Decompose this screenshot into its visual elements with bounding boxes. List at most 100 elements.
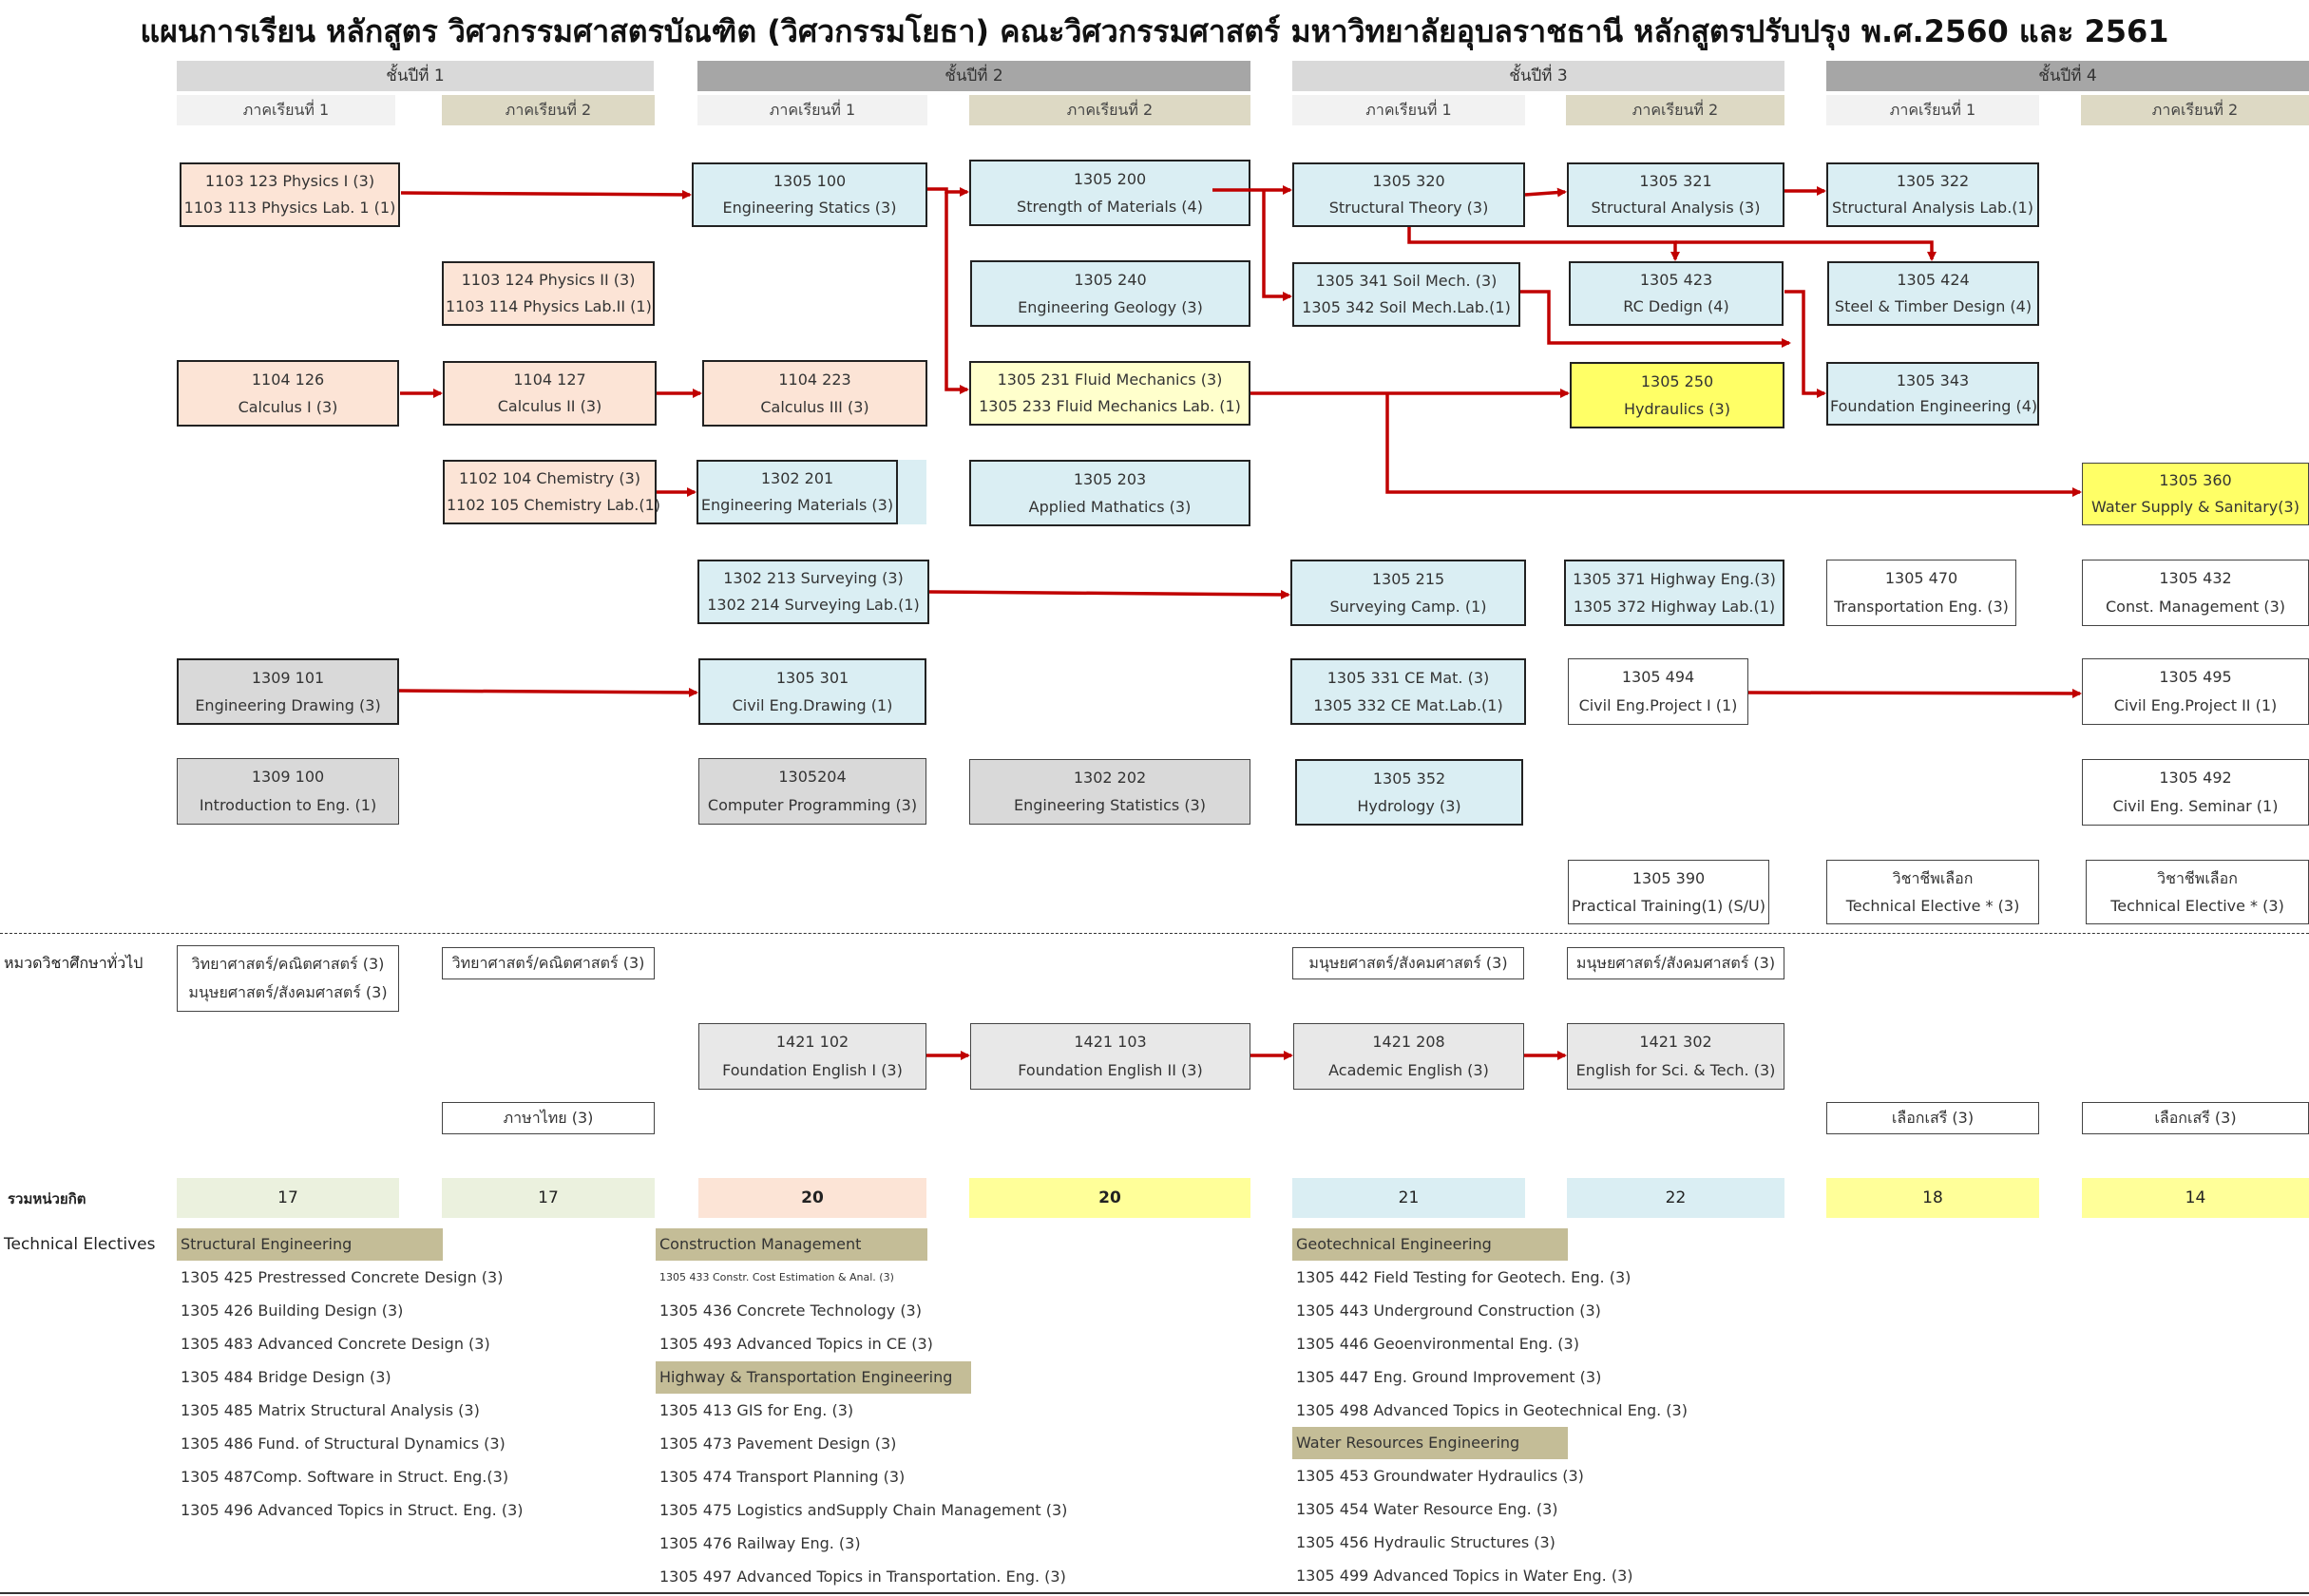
section-divider (0, 933, 2309, 934)
course-line: มนุษยศาสตร์/สังคมศาสตร์ (3) (188, 983, 388, 1001)
course-line: วิทยาศาสตร์/คณิตศาสตร์ (3) (191, 955, 385, 973)
semester-header: ภาคเรียนที่ 1 (1292, 95, 1525, 125)
year-header: ชั้นปีที่ 2 (697, 61, 1250, 91)
prerequisite-arrow (928, 589, 1290, 599)
engmat-extension (898, 460, 926, 524)
course-line: Calculus III (3) (760, 397, 869, 416)
course-box-ge_hum2: มนุษยศาสตร์/สังคมศาสตร์ (3) (1567, 947, 1784, 979)
year-header: ชั้นปีที่ 1 (177, 61, 654, 91)
total-credits-label: รวมหน่วยกิต (8, 1190, 86, 1207)
course-line: มนุษยศาสตร์/สังคมศาสตร์ (3) (1308, 954, 1508, 972)
tech-elective-item: 1305 443 Underground Construction (3) (1296, 1302, 1601, 1320)
course-box-highway: 1305 371 Highway Eng.(3) 1305 372 Highway… (1564, 560, 1784, 626)
course-line: 1305 301 (775, 668, 849, 687)
course-line: 1305 341 Soil Mech. (3) (1315, 272, 1498, 290)
course-line: 1305 343 (1896, 370, 1970, 390)
course-line: 1305 240 (1074, 270, 1147, 289)
course-line: 1305 331 CE Mat. (3) (1326, 668, 1490, 687)
course-line: Civil Eng.Project I (1) (1578, 696, 1738, 714)
tech-elective-item: 1305 425 Prestressed Concrete Design (3) (181, 1268, 504, 1286)
course-line: 1302 202 (1073, 768, 1147, 787)
course-line: Calculus II (3) (497, 397, 602, 415)
tech-group-header: Geotechnical Engineering (1292, 1228, 1568, 1261)
tech-elective-item: 1305 498 Advanced Topics in Geotechnical… (1296, 1401, 1688, 1419)
course-line: Academic English (3) (1328, 1061, 1489, 1079)
prerequisite-arrow (1524, 187, 1567, 198)
course-box-soil: 1305 341 Soil Mech. (3)1305 342 Soil Mec… (1292, 262, 1520, 327)
tech-elective-item: 1305 475 Logistics andSupply Chain Manag… (659, 1501, 1068, 1519)
prerequisite-arrow (1520, 290, 1791, 348)
credit-total: 20 (698, 1178, 926, 1218)
course-box-chem: 1102 104 Chemistry (3)1102 105 Chemistry… (443, 460, 660, 524)
prerequisite-arrow (927, 187, 969, 197)
course-line: 1305 371 Highway Eng.(3) (1573, 569, 1776, 588)
course-box-free2: เลือกเสรี (3) (2082, 1102, 2309, 1134)
credit-total: 14 (2082, 1178, 2309, 1218)
course-line: 1305 492 (2159, 769, 2232, 787)
tech-elective-item: 1305 413 GIS for Eng. (3) (659, 1401, 854, 1419)
prerequisite-arrow (1407, 227, 1680, 261)
tech-elective-item: 1305 426 Building Design (3) (181, 1302, 404, 1320)
prerequisite-arrow (1784, 290, 1826, 398)
credit-total: 21 (1292, 1178, 1525, 1218)
course-line: Structural Theory (3) (1328, 199, 1489, 217)
course-line: Transportation Eng. (3) (1834, 598, 2009, 616)
course-line: Applied Mathatics (3) (1028, 497, 1192, 516)
course-line: 1421 208 (1372, 1033, 1445, 1051)
course-box-survey: 1302 213 Surveying (3)1302 214 Surveying… (697, 560, 929, 624)
course-line: 1305 495 (2159, 668, 2232, 686)
course-line: 1305 321 (1639, 172, 1712, 190)
semester-header: ภาคเรียนที่ 2 (442, 95, 655, 125)
course-line: 1305 320 (1372, 172, 1445, 190)
course-box-ge_sci2: วิทยาศาสตร์/คณิตศาสตร์ (3) (442, 947, 655, 979)
course-line: มนุษยศาสตร์/สังคมศาสตร์ (3) (1575, 954, 1776, 972)
course-line: 1305 390 (1632, 868, 1706, 887)
semester-header: ภาคเรียนที่ 2 (969, 95, 1250, 125)
course-line: Engineering Statistics (3) (1014, 796, 1206, 815)
course-line: 1305 200 (1073, 169, 1147, 188)
course-line: วิชาชีพเลือก (1892, 868, 1974, 887)
course-line: 1421 103 (1074, 1033, 1147, 1051)
prerequisite-arrow (945, 192, 969, 394)
semester-header: ภาคเรียนที่ 1 (177, 95, 395, 125)
course-box-fluid: 1305 231 Fluid Mechanics (3)1305 233 Flu… (969, 361, 1250, 426)
course-line: 1421 102 (775, 1033, 849, 1051)
tech-elective-item: 1305 447 Eng. Ground Improvement (3) (1296, 1368, 1602, 1386)
course-line: 1102 105 Chemistry Lab.(1) (447, 496, 660, 514)
tech-elective-item: 1305 496 Advanced Topics in Struct. Eng.… (181, 1501, 524, 1519)
course-line: Hydraulics (3) (1624, 399, 1730, 418)
semester-header: ภาคเรียนที่ 1 (697, 95, 927, 125)
course-line: 1103 123 Physics I (3) (204, 172, 375, 190)
course-line: 1305 203 (1073, 469, 1147, 488)
year-header: ชั้นปีที่ 4 (1826, 61, 2309, 91)
course-line: 1309 100 (251, 768, 325, 786)
tech-group-header: Structural Engineering (177, 1228, 443, 1261)
page-title: แผนการเรียน หลักสูตร วิศวกรรมศาสตรบัณฑิต… (140, 13, 2169, 49)
course-line: 1104 127 (513, 370, 586, 389)
tech-elective-item: 1305 433 Constr. Cost Estimation & Anal.… (659, 1271, 894, 1283)
tech-elective-item: 1305 446 Geoenvironmental Eng. (3) (1296, 1335, 1579, 1353)
course-line: วิทยาศาสตร์/คณิตศาสตร์ (3) (451, 954, 645, 972)
tech-elective-item: 1305 456 Hydraulic Structures (3) (1296, 1533, 1555, 1551)
tech-elective-item: 1305 473 Pavement Design (3) (659, 1434, 897, 1453)
course-line: 1305 372 Highway Lab.(1) (1573, 597, 1776, 616)
course-line: 1305 322 (1896, 172, 1970, 190)
tech-elective-item: 1305 483 Advanced Concrete Design (3) (181, 1335, 490, 1353)
course-line: เลือกเสรี (3) (2154, 1109, 2237, 1127)
course-line: Computer Programming (3) (707, 796, 918, 814)
